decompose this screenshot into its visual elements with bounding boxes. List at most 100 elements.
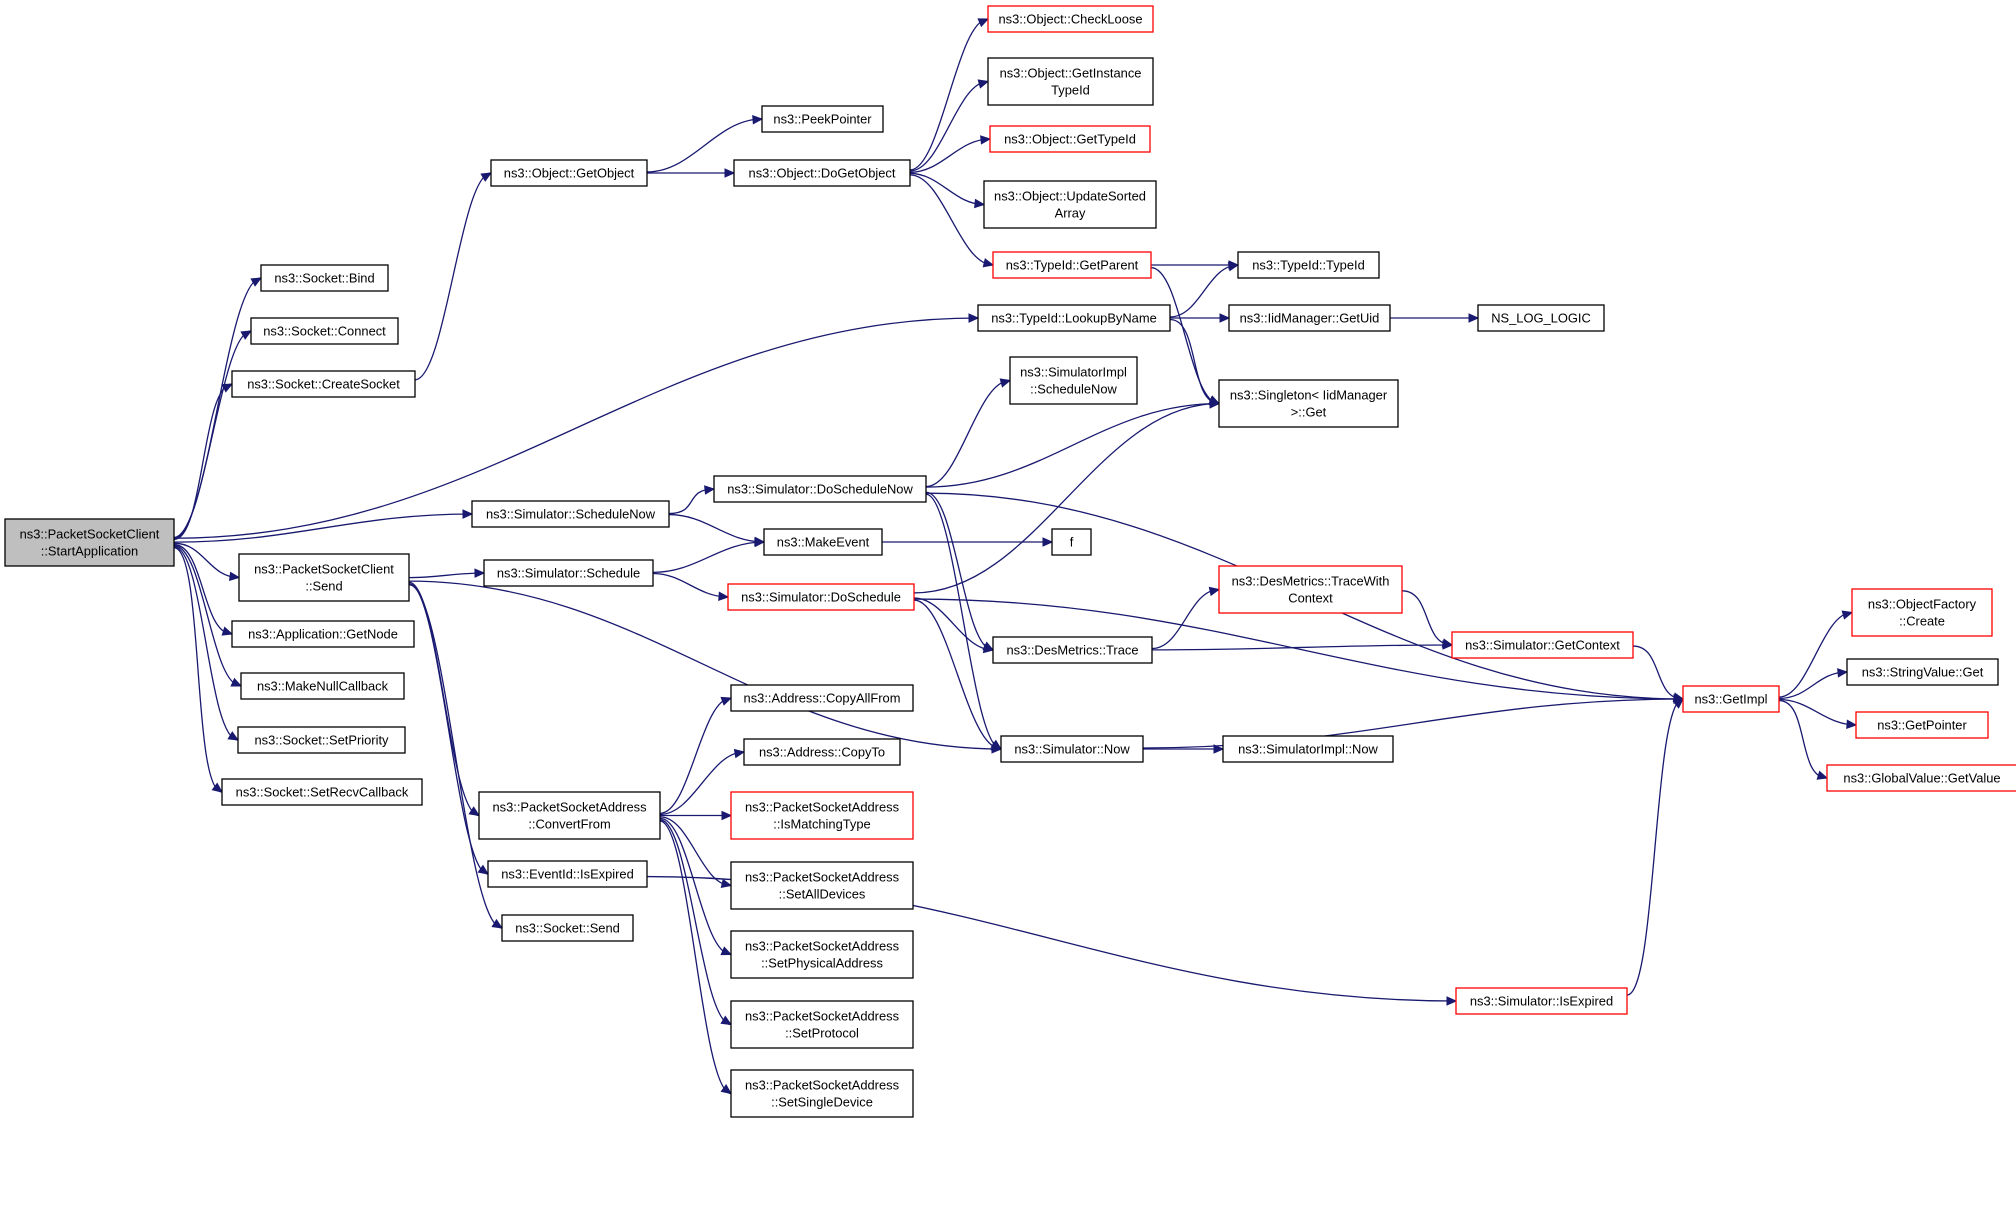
arrowhead-icon (227, 731, 240, 741)
function-node-simimplnow[interactable]: ns3::SimulatorImpl::Now (1222, 735, 1394, 763)
arrowhead-icon (982, 258, 995, 268)
arrowhead-icon (720, 878, 733, 888)
arrowhead-icon (211, 782, 223, 793)
function-node-setphysicaladdress[interactable]: ns3::PacketSocketAddress::SetPhysicalAdd… (730, 930, 914, 979)
function-node-eventidisexpired[interactable]: ns3::EventId::IsExpired (487, 860, 648, 888)
node-label: ::Send (305, 579, 342, 594)
arrowhead-icon (480, 172, 493, 182)
function-node-send[interactable]: ns3::PacketSocketClient::Send (238, 553, 410, 602)
call-edge-doschedule-to-singletonget (913, 402, 1220, 594)
function-node-root[interactable]: ns3::PacketSocketClient::StartApplicatio… (4, 518, 175, 567)
arrowhead-icon (1208, 586, 1221, 597)
function-node-doschedulenow[interactable]: ns3::Simulator::DoScheduleNow (713, 475, 927, 503)
call-edge-send-to-simnow (408, 580, 1002, 750)
node-box (1826, 764, 2016, 792)
call-edge-convertfrom-to-setphysicaladdress (659, 817, 732, 956)
node-box (730, 791, 914, 840)
nodes-layer: ns3::PacketSocketClient::StartApplicatio… (4, 5, 2016, 1118)
node-box (487, 860, 648, 888)
node-box (4, 518, 175, 567)
node-label: ns3::PacketSocketAddress (745, 939, 899, 954)
arrowhead-icon (718, 591, 730, 601)
node-label: ::SetProtocol (785, 1026, 859, 1041)
function-node-doschedule[interactable]: ns3::Simulator::DoSchedule (727, 583, 915, 611)
function-node-createsocket[interactable]: ns3::Socket::CreateSocket (231, 370, 416, 398)
function-node-simimplschedulenow[interactable]: ns3::SimulatorImpl::ScheduleNow (1009, 356, 1138, 405)
function-node-getuid[interactable]: ns3::IidManager::GetUid (1228, 304, 1391, 332)
node-label: ns3::DesMetrics::TraceWith (1232, 574, 1390, 589)
function-node-getpointer[interactable]: ns3::GetPointer (1855, 711, 1989, 739)
node-label: ns3::PacketSocketAddress (745, 800, 899, 815)
function-node-dogetobject[interactable]: ns3::Object::DoGetObject (733, 159, 911, 187)
arrowhead-icon (250, 277, 263, 287)
arrowhead-icon (974, 198, 986, 209)
call-edge-lookupbyname-to-singletonget (1169, 318, 1220, 405)
node-label: ns3::MakeNullCallback (257, 679, 389, 694)
function-node-connect[interactable]: ns3::Socket::Connect (250, 317, 399, 345)
function-node-schedule[interactable]: ns3::Simulator::Schedule (483, 559, 654, 587)
function-node-stringvalueget[interactable]: ns3::StringValue::Get (1846, 658, 1999, 686)
node-label: ns3::Socket::SetPriority (255, 733, 390, 748)
function-node-nslog[interactable]: NS_LOG_LOGIC (1477, 304, 1605, 332)
node-label: ns3::Socket::CreateSocket (247, 377, 400, 392)
function-node-schedulenow[interactable]: ns3::Simulator::ScheduleNow (471, 500, 670, 528)
function-node-simnow[interactable]: ns3::Simulator::Now (1000, 735, 1144, 763)
call-edge-lookupbyname-to-typeid (1169, 264, 1239, 318)
call-edge-convertfrom-to-copyallfrom (659, 697, 732, 815)
function-node-makenullcallback[interactable]: ns3::MakeNullCallback (240, 672, 405, 700)
function-node-desmetricstrace[interactable]: ns3::DesMetrics::Trace (992, 636, 1153, 664)
function-node-setalldevices[interactable]: ns3::PacketSocketAddress::SetAllDevices (730, 861, 914, 910)
function-node-typeid[interactable]: ns3::TypeId::TypeId (1237, 251, 1380, 279)
node-label: ns3::EventId::IsExpired (501, 867, 634, 882)
arrowhead-icon (1209, 399, 1221, 409)
node-box (483, 559, 654, 587)
function-node-f[interactable]: f (1051, 528, 1092, 556)
node-box (490, 159, 648, 187)
function-node-makeevent[interactable]: ns3::MakeEvent (763, 528, 883, 556)
function-node-setsingledevice[interactable]: ns3::PacketSocketAddress::SetSingleDevic… (730, 1069, 914, 1118)
function-node-checkloose[interactable]: ns3::Object::CheckLoose (987, 5, 1154, 33)
function-node-gettypeid[interactable]: ns3::Object::GetTypeId (989, 125, 1151, 153)
function-node-socketsend[interactable]: ns3::Socket::Send (501, 914, 634, 942)
node-label: ns3::StringValue::Get (1862, 665, 1984, 680)
node-box (730, 684, 914, 712)
function-node-copyallfrom[interactable]: ns3::Address::CopyAllFrom (730, 684, 914, 712)
node-box (733, 159, 911, 187)
function-node-copyto[interactable]: ns3::Address::CopyTo (743, 738, 901, 766)
function-node-objectfactorycreate[interactable]: ns3::ObjectFactory::Create (1851, 588, 1993, 637)
node-box (987, 57, 1154, 106)
function-node-getobject[interactable]: ns3::Object::GetObject (490, 159, 648, 187)
function-node-singletonget[interactable]: ns3::Singleton< IidManager>::Get (1218, 379, 1399, 428)
node-label: TypeId (1051, 83, 1090, 98)
call-edge-getparent-to-singletonget (1150, 266, 1220, 405)
function-node-simisexpired[interactable]: ns3::Simulator::IsExpired (1455, 987, 1628, 1015)
function-node-getimpl[interactable]: ns3::GetImpl (1682, 685, 1780, 713)
call-edge-doschedulenow-to-simimplschedulenow (925, 379, 1011, 488)
call-edge-doschedulenow-to-singletonget (925, 402, 1220, 488)
function-node-lookupbyname[interactable]: ns3::TypeId::LookupByName (977, 304, 1171, 332)
function-node-convertfrom[interactable]: ns3::PacketSocketAddress::ConvertFrom (478, 791, 661, 840)
node-box (501, 914, 634, 942)
node-label: ns3::GetImpl (1694, 692, 1767, 707)
call-edge-root-to-makenullcallback (173, 544, 242, 687)
node-box (761, 105, 884, 133)
call-edge-root-to-setrecvcallback (173, 547, 223, 793)
function-node-getcontext[interactable]: ns3::Simulator::GetContext (1451, 631, 1634, 659)
function-node-bind[interactable]: ns3::Socket::Bind (260, 264, 389, 292)
node-box (231, 620, 415, 648)
function-node-getnode[interactable]: ns3::Application::GetNode (231, 620, 415, 648)
call-edge-dogetobject-to-gettypeid (909, 138, 991, 173)
function-node-setpriority[interactable]: ns3::Socket::SetPriority (237, 726, 406, 754)
function-node-setprotocol[interactable]: ns3::PacketSocketAddress::SetProtocol (730, 1000, 914, 1049)
arrowhead-icon (468, 806, 481, 817)
function-node-setrecvcallback[interactable]: ns3::Socket::SetRecvCallback (221, 778, 423, 806)
node-label: ns3::IidManager::GetUid (1240, 311, 1380, 326)
function-node-ismatchingtype[interactable]: ns3::PacketSocketAddress::IsMatchingType (730, 791, 914, 840)
function-node-peekpointer[interactable]: ns3::PeekPointer (761, 105, 884, 133)
function-node-getparent[interactable]: ns3::TypeId::GetParent (992, 251, 1152, 279)
function-node-globalvalueget[interactable]: ns3::GlobalValue::GetValue (1826, 764, 2016, 792)
node-label: ns3::Singleton< IidManager (1230, 388, 1388, 403)
